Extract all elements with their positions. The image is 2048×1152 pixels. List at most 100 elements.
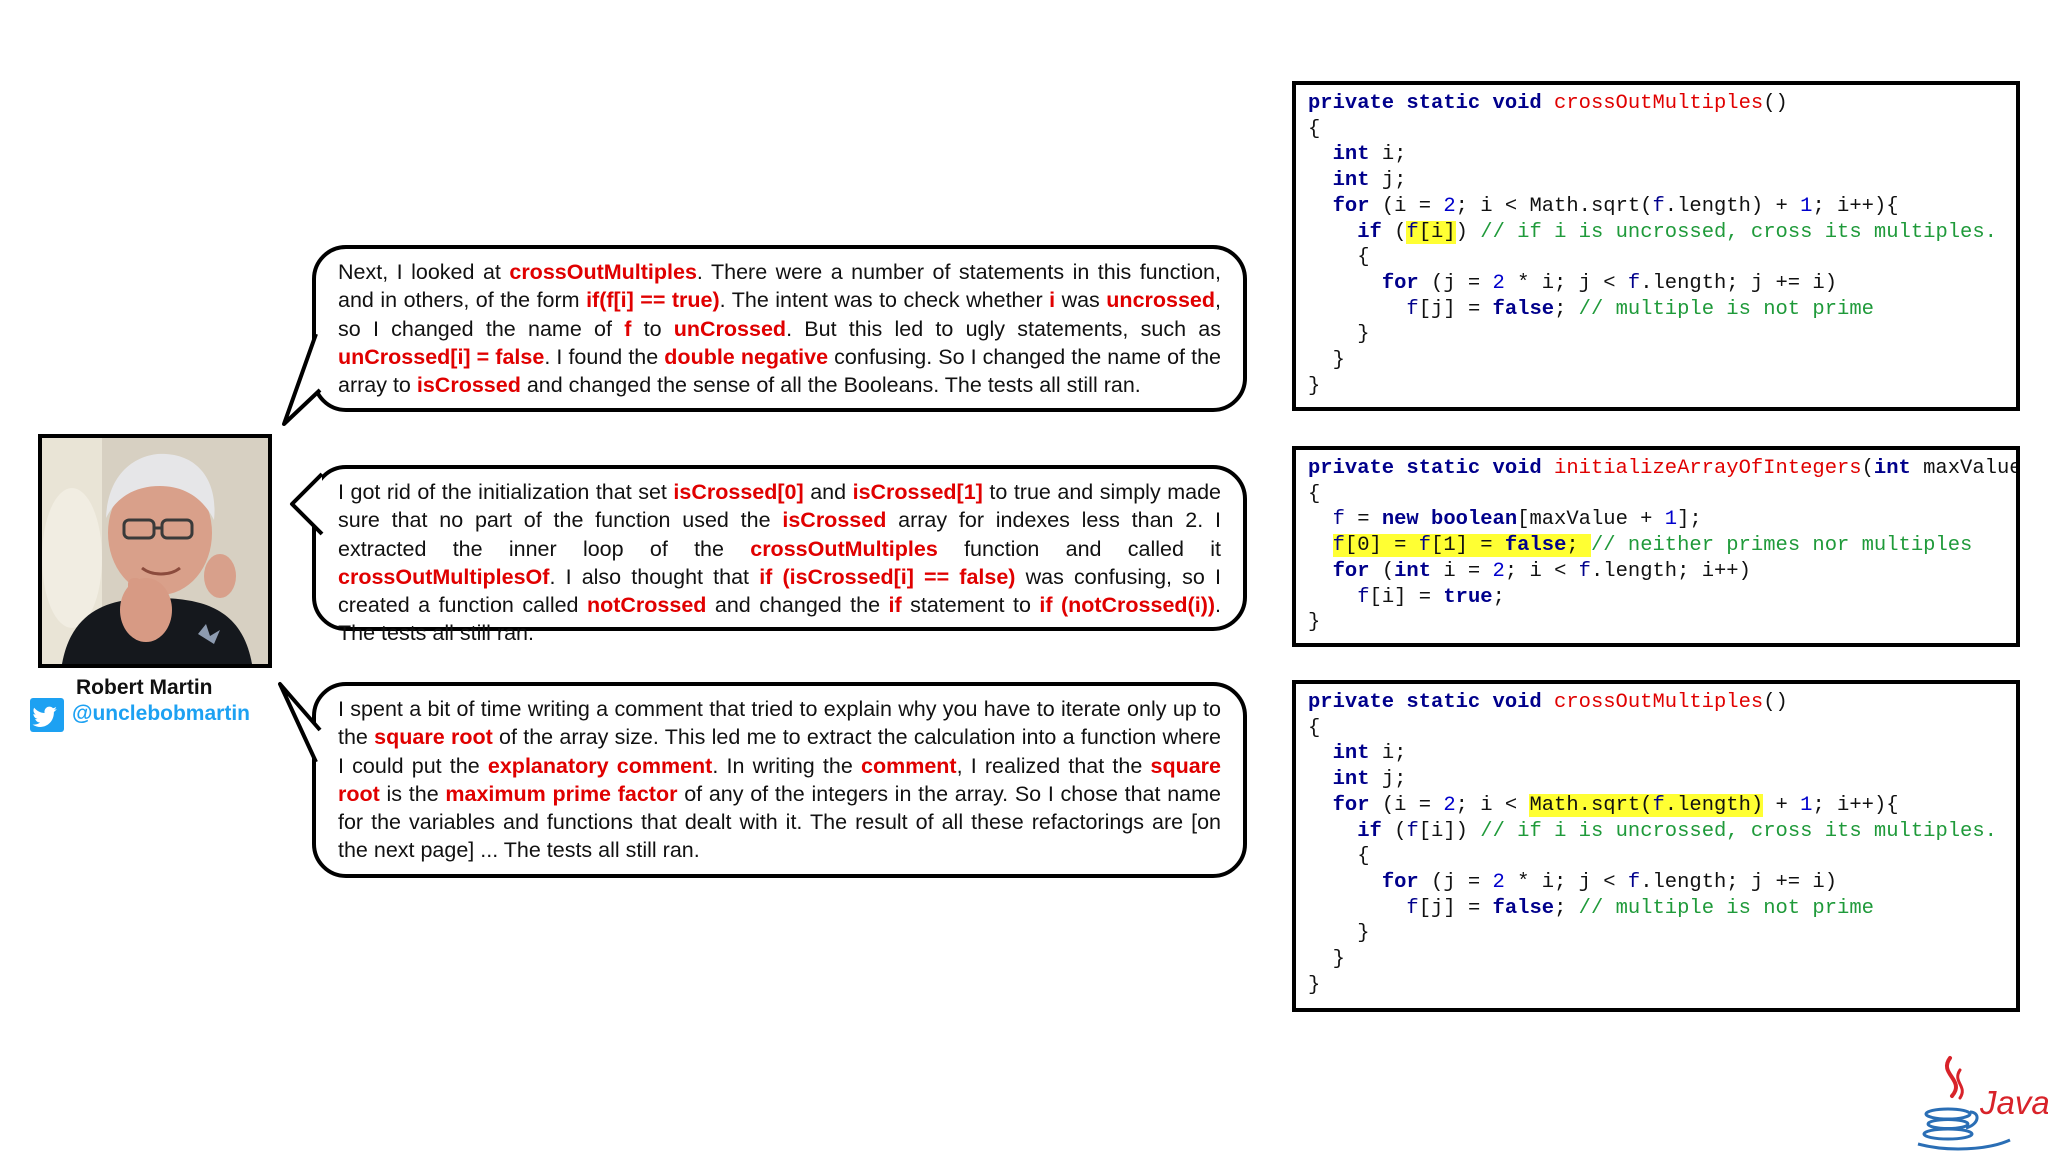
code-token: false [1492, 896, 1555, 920]
code-line: if (f[i]) // if i is uncrossed, cross it… [1308, 819, 2004, 845]
code-line: f[i] = true; [1308, 585, 2004, 611]
bubble-text-2: I got rid of the initialization that set… [338, 478, 1221, 648]
code-line: int i; [1308, 142, 2004, 168]
highlighted-code-token: [i] [1418, 220, 1456, 244]
bubble-tail-2 [290, 472, 324, 536]
code-token: ( [1381, 220, 1407, 244]
code-token: private static void [1308, 457, 1555, 480]
highlighted-term: isCrossed[1] [852, 480, 983, 504]
text-run: of any of the integers in the array. So … [338, 781, 1221, 863]
text-run: Next, I looked at [338, 260, 510, 284]
code-line: } [1308, 348, 2004, 374]
code-token: // if i is uncrossed, cross its multiple… [1480, 819, 1997, 843]
code-line: for (i = 2; i < Math.sqrt(f.length) + 1;… [1308, 194, 2004, 220]
code-line: } [1308, 610, 2004, 636]
highlighted-term: comment [861, 753, 957, 778]
code-token: f [1627, 870, 1641, 894]
code-line: int i; [1308, 741, 2004, 767]
text-run: and [803, 480, 853, 504]
code-token: [j] = [1418, 896, 1493, 920]
text-run: statement to [901, 593, 1040, 618]
code-token: [j] = [1418, 297, 1493, 321]
text-run: is the [379, 781, 446, 806]
highlighted-code-token: .length) [1664, 793, 1764, 817]
code-token [1308, 272, 1382, 295]
code-token: } [1308, 973, 1321, 997]
code-token: [i] = [1369, 585, 1444, 609]
code-token: ( [1861, 457, 1874, 480]
code-token: if [1357, 819, 1382, 843]
code-token: f [1627, 271, 1641, 295]
highlighted-code-token: f [1406, 220, 1419, 244]
code-token: } [1308, 611, 1321, 635]
code-line: for (j = 2 * i; j < f.length; j += i) [1308, 870, 2004, 896]
code-block-1: private static void crossOutMultiples() {… [1292, 81, 2020, 411]
highlighted-code-token: [0] = [1344, 534, 1419, 558]
code-token: () [1763, 92, 1788, 115]
text-run: . The tests all still ran. [338, 593, 1221, 646]
author-name: Robert Martin [76, 676, 213, 699]
code-token: ; i < Math.sqrt( [1455, 194, 1653, 218]
code-token: f [1357, 585, 1370, 609]
highlighted-term: isCrossed [782, 508, 887, 533]
code-token: int [1873, 457, 1911, 480]
code-token [1308, 794, 1333, 817]
code-token: .length; j += i) [1640, 870, 1838, 894]
code-token: + [1763, 793, 1801, 817]
code-token: (j = [1418, 870, 1493, 894]
code-token: f [1406, 896, 1419, 920]
code-line: } [1308, 947, 2004, 973]
code-token [1308, 586, 1357, 609]
code-token: .length) + [1664, 194, 1801, 218]
code-token: f [1652, 194, 1665, 218]
code-line: { [1308, 844, 2004, 870]
bubble-text-3: I spent a bit of time writing a comment … [338, 695, 1221, 865]
code-line: } [1308, 374, 2004, 400]
text-run: . But this led to ugly statements, such … [786, 316, 1221, 341]
twitter-handle: @unclebobmartin [72, 702, 250, 725]
code-token: ( [1369, 559, 1395, 583]
code-token: for [1332, 194, 1370, 218]
code-token: } [1308, 374, 1321, 398]
code-line: private static void crossOutMultiples() [1308, 91, 2004, 117]
code-token: f [1332, 508, 1345, 532]
text-run: , I realized that the [956, 753, 1151, 778]
text-run: function and called it [937, 536, 1221, 561]
code-token: int [1332, 742, 1370, 766]
twitter-icon [30, 698, 64, 732]
code-token [1308, 871, 1382, 894]
highlighted-term: isCrossed[0] [673, 480, 804, 504]
code-token: j; [1369, 169, 1407, 193]
highlighted-code-token: ; [1566, 534, 1591, 558]
code-token: } [1308, 349, 1345, 373]
code-token: 1 [1800, 793, 1813, 817]
highlighted-term: notCrossed [586, 593, 707, 618]
highlighted-term: crossOutMultiples [750, 536, 938, 561]
code-line: { [1308, 245, 2004, 271]
code-token: maxValue) [1923, 457, 2016, 480]
code-token [1308, 169, 1333, 192]
code-token [1308, 742, 1333, 765]
highlighted-term: isCrossed [416, 373, 521, 398]
code-token: for [1332, 793, 1370, 817]
code-line: { [1308, 716, 2004, 742]
code-token: * i; j < [1504, 870, 1628, 894]
highlighted-term: if(f[i] == true) [586, 288, 720, 313]
code-token: // neither primes nor multiples [1590, 534, 1973, 558]
code-line: for (int i = 2; i < f.length; i++) [1308, 559, 2004, 585]
code-token: 2 [1492, 559, 1505, 583]
code-token: int [1332, 768, 1370, 792]
code-token: ( [1381, 819, 1407, 843]
text-run: array for indexes less than 2. I extract… [338, 508, 1221, 561]
code-line: f[j] = false; // multiple is not prime [1308, 297, 2004, 323]
code-token [1308, 508, 1333, 531]
text-run: was confusing, so I created a function c… [338, 564, 1221, 618]
code-token: } [1308, 922, 1370, 946]
code-line: } [1308, 322, 2004, 348]
code-token: crossOutMultiples [1554, 691, 1764, 714]
highlighted-code-token: Math.sqrt( [1529, 793, 1653, 817]
code-token: true [1443, 585, 1493, 609]
highlighted-term: uncrossed [1106, 288, 1216, 313]
highlighted-term: i [1049, 288, 1056, 313]
code-token: crossOutMultiples [1554, 92, 1764, 115]
